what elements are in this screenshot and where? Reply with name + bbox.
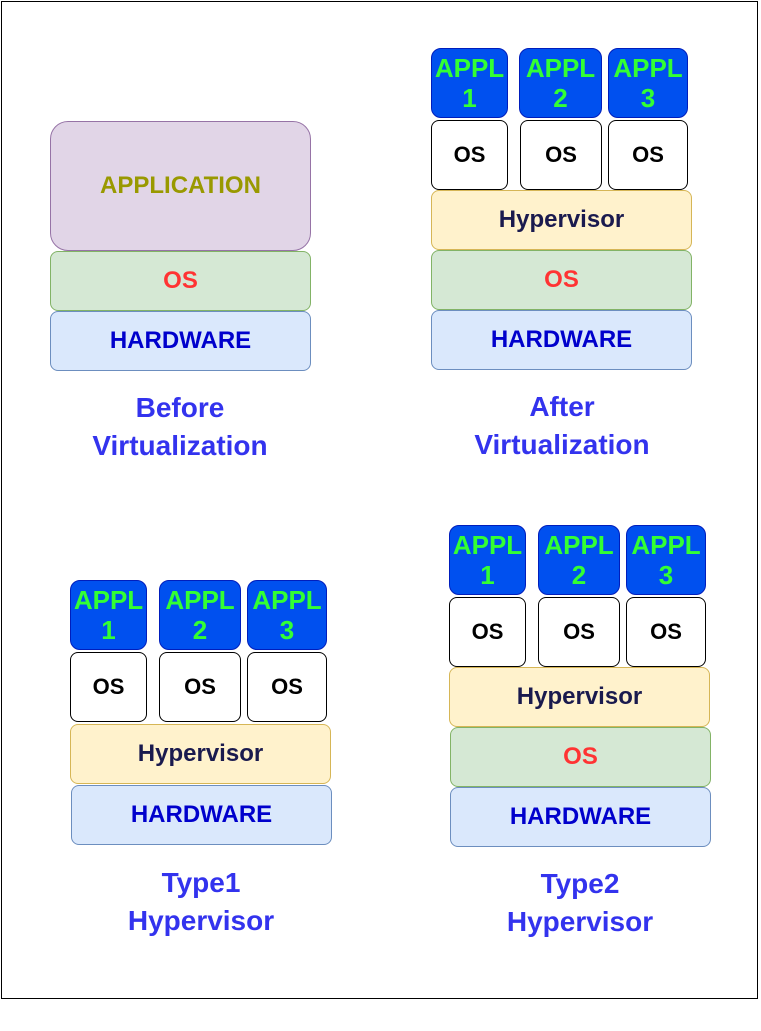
after-appl-1-number: 1 bbox=[462, 83, 477, 113]
after-hypervisor-layer: Hypervisor bbox=[431, 190, 692, 250]
after-guest-os-3: OS bbox=[608, 120, 688, 190]
type1-caption-line1: Type1 bbox=[161, 867, 241, 898]
before-application-label: APPLICATION bbox=[100, 172, 261, 199]
after-hardware-layer: HARDWARE bbox=[431, 310, 692, 370]
type1-guest-os-3: OS bbox=[247, 652, 327, 722]
before-hardware-layer: HARDWARE bbox=[50, 311, 311, 371]
type2-caption: Type2 Hypervisor bbox=[430, 865, 730, 941]
before-caption-line2: Virtualization bbox=[92, 430, 268, 461]
before-os-label: OS bbox=[163, 267, 198, 294]
before-caption: Before Virtualization bbox=[30, 389, 330, 465]
after-guest-os-2-label: OS bbox=[545, 142, 577, 167]
type2-guest-os-1-label: OS bbox=[471, 619, 504, 644]
type1-caption-line2: Hypervisor bbox=[127, 905, 275, 936]
before-application-layer: APPLICATION bbox=[50, 121, 311, 251]
type2-appl-2-number: 2 bbox=[571, 560, 587, 590]
after-appl-2-label: APPL bbox=[525, 53, 596, 83]
after-guest-os-1: OS bbox=[431, 120, 508, 190]
after-host-os-layer: OS bbox=[431, 250, 692, 310]
after-appl-1-label: APPL bbox=[434, 53, 505, 83]
type2-hypervisor-layer: Hypervisor bbox=[449, 667, 710, 727]
type1-appl-1-number: 1 bbox=[101, 615, 116, 645]
before-caption-line1: Before bbox=[135, 392, 225, 423]
before-hardware-label: HARDWARE bbox=[109, 327, 252, 354]
type1-guest-os-2-label: OS bbox=[184, 674, 216, 699]
after-appl-3-number: 3 bbox=[640, 83, 656, 113]
type2-host-os-label: OS bbox=[563, 743, 598, 770]
type2-hypervisor-label: Hypervisor bbox=[516, 683, 643, 710]
type1-appl-1-label: APPL bbox=[73, 585, 144, 615]
type2-appl-2-label: APPL bbox=[544, 530, 614, 560]
type1-caption: Type1 Hypervisor bbox=[51, 864, 351, 940]
type1-guest-os-1-label: OS bbox=[92, 674, 125, 699]
type2-guest-os-2: OS bbox=[538, 597, 620, 667]
type2-hardware-layer: HARDWARE bbox=[450, 787, 711, 847]
type1-hypervisor-layer: Hypervisor bbox=[70, 724, 331, 784]
before-os-layer: OS bbox=[50, 251, 311, 311]
type1-appl-2-label: APPL bbox=[165, 585, 235, 615]
type2-appl-1-number: 1 bbox=[480, 560, 495, 590]
after-guest-os-1-label: OS bbox=[453, 142, 486, 167]
type2-guest-os-2-label: OS bbox=[563, 619, 595, 644]
type2-hardware-label: HARDWARE bbox=[509, 803, 652, 830]
after-guest-os-2: OS bbox=[520, 120, 602, 190]
type1-hardware-label: HARDWARE bbox=[130, 801, 273, 828]
after-caption: After Virtualization bbox=[412, 388, 712, 464]
type2-guest-os-1: OS bbox=[449, 597, 526, 667]
after-caption-line2: Virtualization bbox=[474, 429, 650, 460]
type2-caption-line1: Type2 bbox=[540, 868, 620, 899]
type2-appl-1-label: APPL bbox=[452, 530, 523, 560]
type2-appl-3-number: 3 bbox=[658, 560, 674, 590]
type2-appl-3-label: APPL bbox=[631, 530, 701, 560]
after-guest-os-3-label: OS bbox=[632, 142, 664, 167]
after-host-os-label: OS bbox=[544, 266, 579, 293]
type1-guest-os-2: OS bbox=[159, 652, 241, 722]
after-hardware-label: HARDWARE bbox=[490, 326, 633, 353]
type2-guest-os-3-label: OS bbox=[650, 619, 682, 644]
type1-guest-os-3-label: OS bbox=[271, 674, 303, 699]
after-caption-line1: After bbox=[529, 391, 595, 422]
after-appl-3-label: APPL bbox=[613, 53, 683, 83]
type1-hypervisor-label: Hypervisor bbox=[137, 740, 264, 767]
type1-guest-os-1: OS bbox=[70, 652, 147, 722]
type2-caption-line2: Hypervisor bbox=[506, 906, 654, 937]
after-hypervisor-label: Hypervisor bbox=[498, 206, 625, 233]
type1-appl-3-label: APPL bbox=[252, 585, 322, 615]
after-appl-2-number: 2 bbox=[553, 83, 568, 113]
type1-appl-2-number: 2 bbox=[192, 615, 208, 645]
type2-host-os-layer: OS bbox=[450, 727, 711, 787]
type2-guest-os-3: OS bbox=[626, 597, 706, 667]
type1-appl-3-number: 3 bbox=[279, 615, 295, 645]
type1-hardware-layer: HARDWARE bbox=[71, 785, 332, 845]
